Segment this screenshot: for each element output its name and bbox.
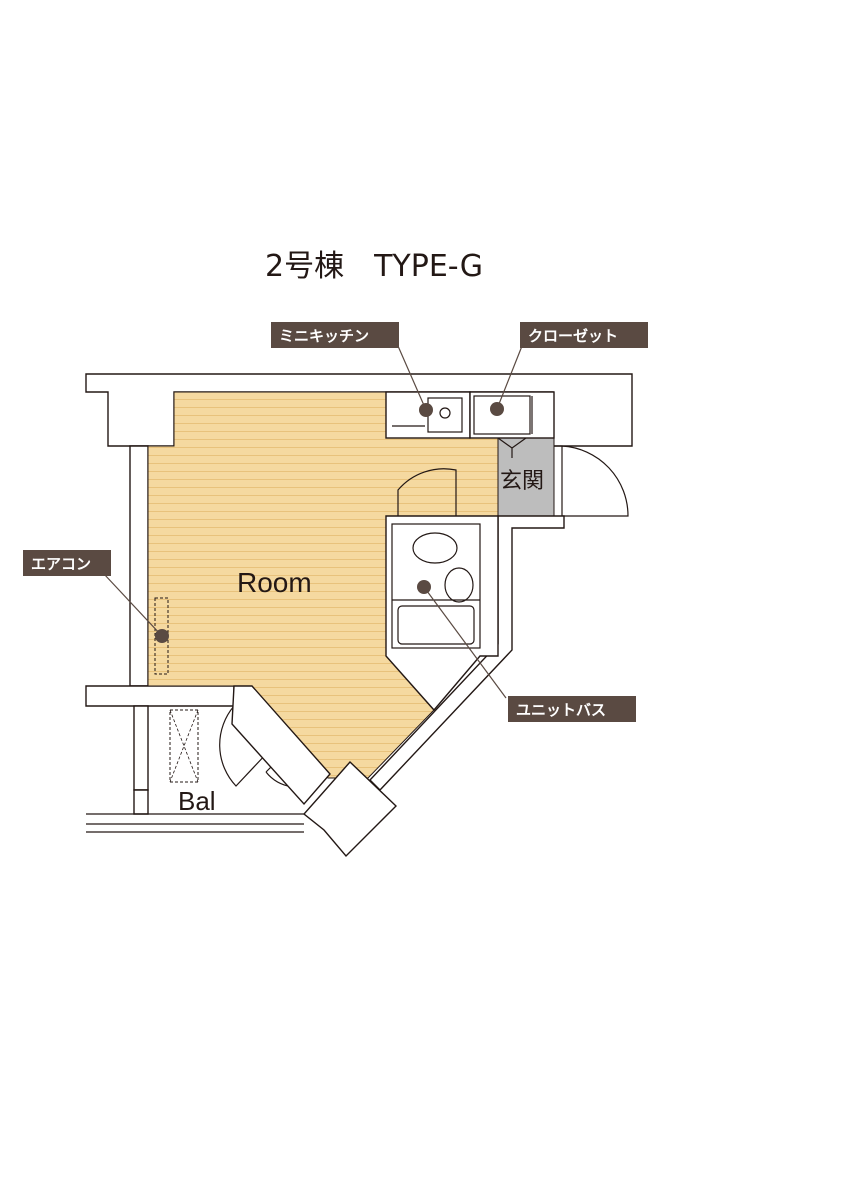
genkan-label: 玄関 [500,469,544,494]
bath-callout-box [508,696,636,722]
bathtub-icon [397,605,475,645]
bathroom-door[interactable] [397,468,457,516]
page-title: 2号棟 TYPE-G [265,249,483,284]
kitchen-leader [397,345,427,411]
aircon-dot [155,629,169,643]
balcony-wall-left [133,705,149,791]
unit-bath [385,515,499,712]
bath-callout-text: ユニットバス [516,701,606,719]
aircon-leader [103,573,163,637]
outdoor-unit-cross [169,709,199,783]
closet-callout-text: クローゼット [528,327,618,345]
corner-pillar [302,760,398,858]
bath-leader [423,586,507,699]
kitchen-dot [419,403,433,417]
balcony-wall-left-lower [133,789,149,815]
room-label: Room [237,567,312,598]
balcony-door[interactable] [219,705,269,787]
entrance-door[interactable] [554,445,629,517]
closet [469,391,555,439]
wash-basin-icon [444,567,474,603]
closet-leader [496,345,523,410]
outer-wall-left [129,445,149,687]
aircon-callout-box [23,550,111,576]
closet-door-arrows [497,437,527,458]
outer-wall-diagonal [231,685,331,806]
unit-bath-inner [391,523,481,649]
closet-callout-box [520,322,648,348]
balcony-label: Bal [178,786,216,816]
toilet-icon [412,532,458,564]
closet-dot [490,402,504,416]
kitchen-drain [439,407,451,419]
aircon-callout-text: エアコン [31,555,91,573]
kitchen-callout-text: ミニキッチン [279,327,369,345]
kitchen-callout-box [271,322,399,348]
wall-ledge [85,685,235,707]
bath-dot [417,580,431,594]
